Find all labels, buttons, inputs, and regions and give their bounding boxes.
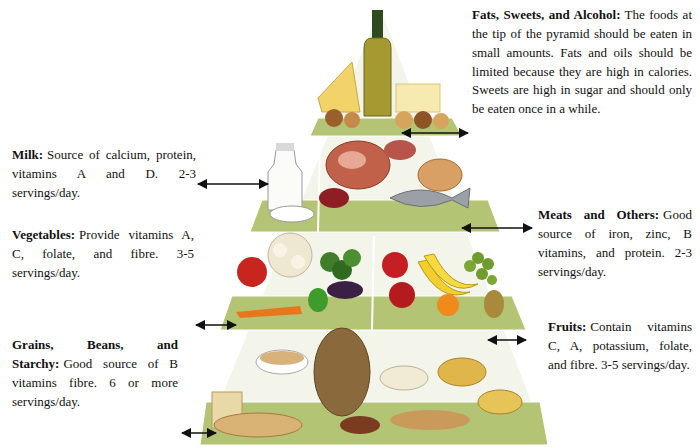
group-description: The foods at the tip of the pyramid shou…	[472, 7, 692, 116]
group-heading: Meats and Others:	[538, 207, 659, 222]
leader-arrow	[488, 339, 526, 341]
callout-text: Vegetables:Provide vitamins A, C, folate…	[12, 226, 194, 283]
milk-food	[268, 143, 314, 222]
leader-arrow	[462, 227, 532, 229]
callout-text: Meats and Others:Good source of iron, zi…	[538, 206, 692, 281]
tier-divider	[318, 140, 320, 232]
leader-arrow	[402, 132, 468, 134]
group-heading: Vegetables:	[12, 227, 75, 242]
callout-text: Milk:Source of calcium, protein, vitamin…	[12, 146, 196, 203]
callout-text: Grains, Beans, and Starchy:Good source o…	[12, 336, 178, 411]
group-heading: Fruits:	[548, 319, 586, 334]
vegetables-food	[236, 233, 363, 318]
tier-divider	[372, 236, 374, 330]
group-heading: Milk:	[12, 147, 43, 162]
callout-text: Fruits:Contain vitamins C, A, potassium,…	[548, 318, 692, 375]
grains-food	[212, 328, 522, 437]
leader-arrow	[182, 432, 216, 434]
leader-arrow	[196, 324, 236, 326]
group-heading: Fats, Sweets, and Alcohol:	[472, 7, 621, 22]
fruits-food	[382, 252, 504, 318]
leader-arrow	[198, 183, 268, 185]
callout-text: Fats, Sweets, and Alcohol:The foods at t…	[472, 6, 692, 119]
meats-food	[319, 140, 470, 208]
fats-sweets-food	[318, 10, 449, 129]
